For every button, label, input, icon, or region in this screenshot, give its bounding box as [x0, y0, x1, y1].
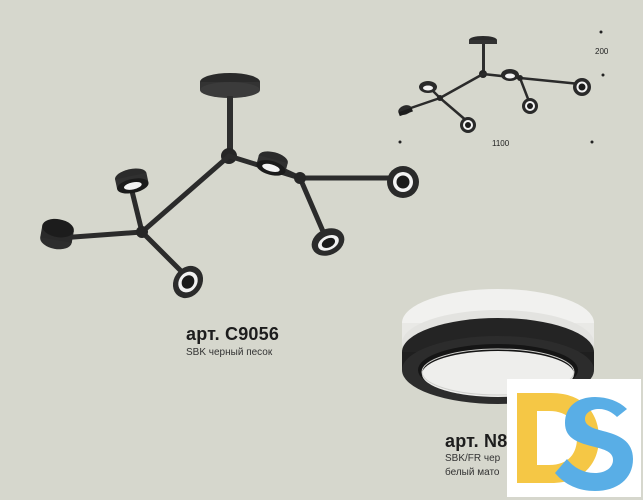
insert-finish-line1: SBK/FR чер — [445, 453, 501, 464]
chandelier-small-diagram — [398, 30, 605, 144]
dimension-width-label: 1100 — [492, 139, 510, 148]
insert-finish-line2: белый мато — [445, 467, 500, 478]
main-article-finish: SBK черный песок — [186, 347, 273, 358]
insert-article-title: арт. N8 — [445, 431, 508, 451]
main-article-title: арт. C9056 — [186, 324, 280, 344]
ds-logo — [507, 379, 641, 497]
chandelier-large — [40, 73, 419, 299]
dimension-height-label: 200 — [595, 47, 609, 56]
